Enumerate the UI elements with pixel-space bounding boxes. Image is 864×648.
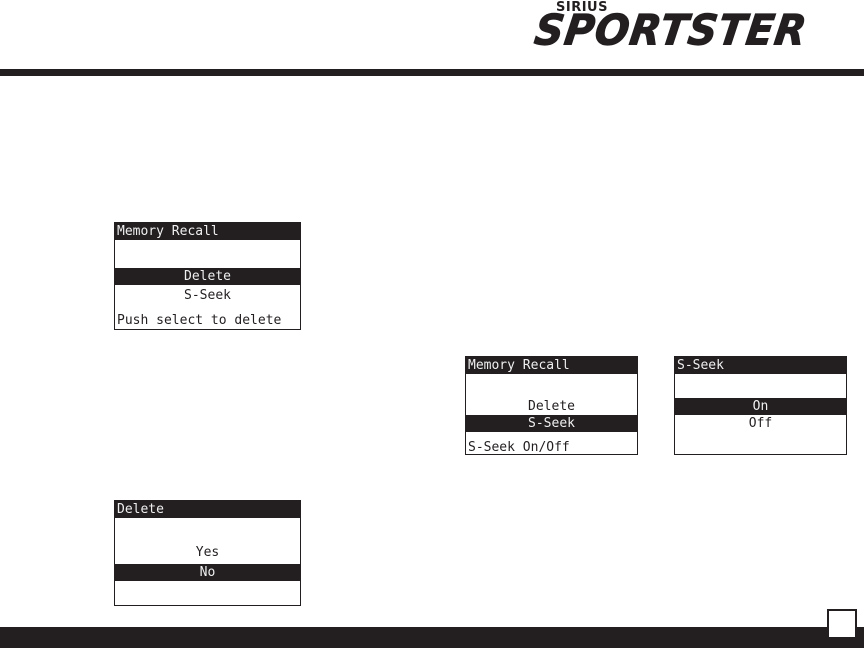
menu-item-delete[interactable]: Delete [466,398,637,415]
brand-sportster-logo: SPORTSTER [532,10,810,52]
menu-item-sseek[interactable]: S-Seek [115,287,300,304]
header-rule [0,69,864,76]
menu-item-sseek-selected[interactable]: S-Seek [466,415,637,432]
menu-item-yes[interactable]: Yes [115,544,300,561]
menu-item-no-selected[interactable]: No [115,564,300,581]
option-off[interactable]: Off [675,415,846,432]
lcd-title: Delete [115,501,300,518]
footer-bar [0,627,864,648]
lcd-title: Memory Recall [115,223,300,240]
page-number-box [827,609,857,639]
menu-item-delete-selected[interactable]: Delete [115,268,300,285]
lcd-delete-confirm: Delete Yes No [114,500,301,606]
lcd-memory-recall-sseek: Memory Recall Delete S-Seek S-Seek On/Of… [465,356,638,455]
option-on-selected[interactable]: On [675,398,846,415]
lcd-hint: S-Seek On/Off [466,439,637,456]
lcd-hint: Push select to delete [115,312,300,329]
lcd-sseek-toggle: S-Seek On Off [674,356,847,455]
lcd-memory-recall-delete: Memory Recall Delete S-Seek Push select … [114,222,301,330]
lcd-title: S-Seek [675,357,846,374]
lcd-title: Memory Recall [466,357,637,374]
